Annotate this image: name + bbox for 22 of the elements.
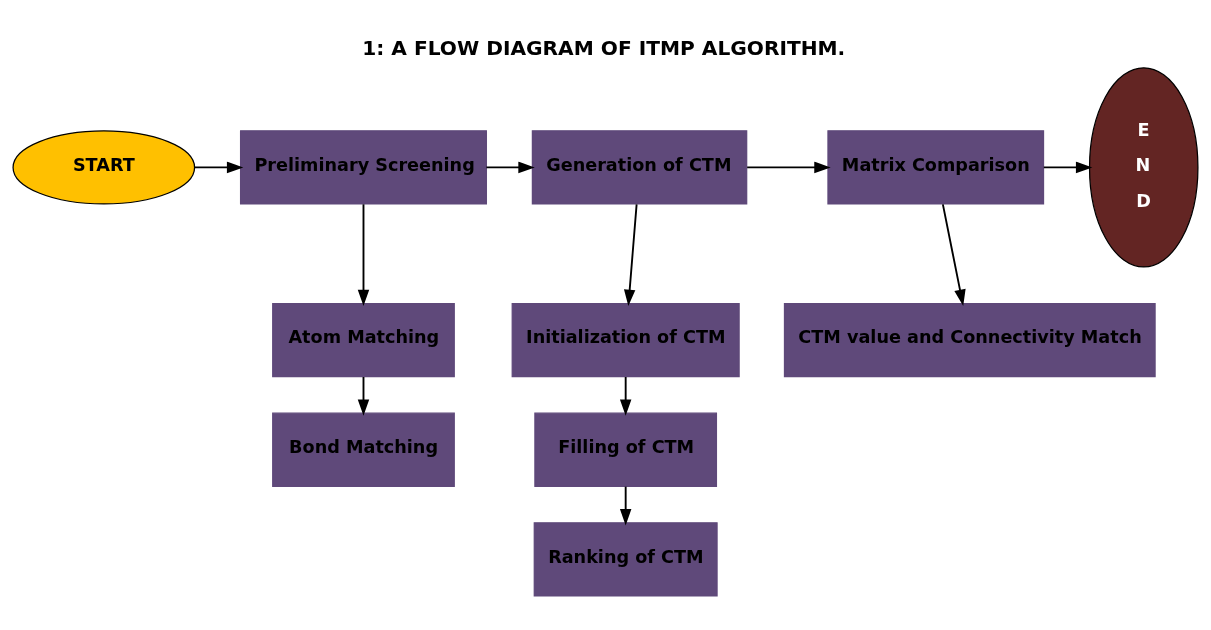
node-box: Initialization of CTM [511, 302, 740, 377]
arrow [357, 202, 370, 306]
arrow [485, 161, 535, 173]
node-box: CTM value and Connectivity Match [783, 302, 1156, 377]
node-box: Generation of CTM [531, 129, 748, 205]
arrow [1042, 161, 1093, 173]
node-box: Matrix Comparison [827, 129, 1045, 205]
node-box: Ranking of CTM [533, 521, 718, 597]
node-box: Preliminary Screening [239, 129, 487, 205]
diagram-title: 1: A FLOW DIAGRAM OF ITMP ALGORITHM. [362, 35, 846, 60]
arrow [746, 161, 831, 173]
node-ellipse: E N D [1088, 66, 1199, 268]
arrow [619, 485, 632, 525]
node-box: Filling of CTM [534, 412, 718, 487]
node-box: Atom Matching [272, 302, 455, 377]
node-box: Bond Matching [272, 412, 455, 487]
arrow [357, 375, 370, 416]
arrow [623, 202, 638, 306]
arrow [619, 375, 632, 416]
arrow [941, 202, 966, 306]
node-ellipse: START [12, 129, 196, 205]
arrow [193, 161, 244, 173]
